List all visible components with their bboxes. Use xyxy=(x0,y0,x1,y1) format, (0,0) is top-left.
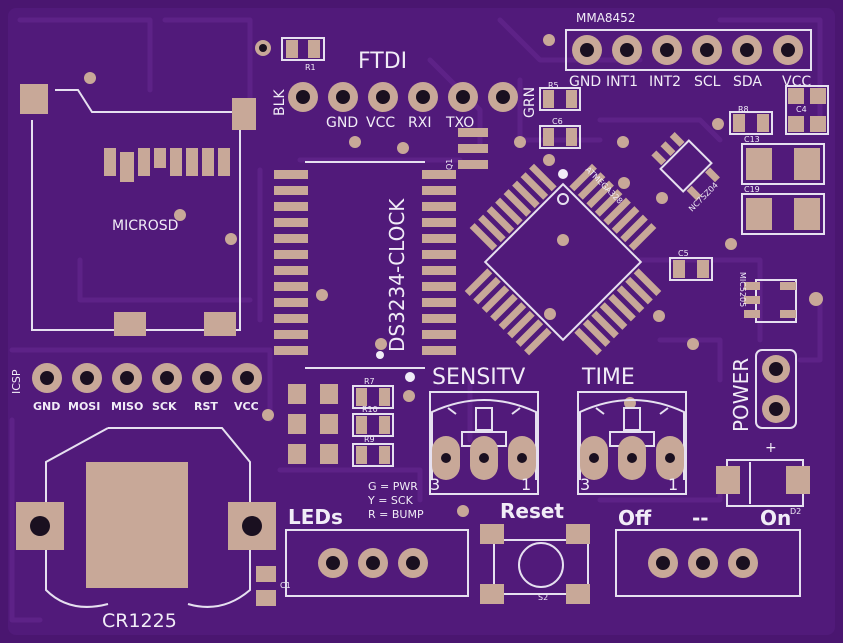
power-label: POWER xyxy=(729,358,753,432)
microsd-pad xyxy=(114,312,146,336)
vias xyxy=(84,34,823,517)
ftdi-header: FTDI BLK GND VCC RXI TXO GRN xyxy=(272,49,538,131)
legend-line-3: R = BUMP xyxy=(368,508,424,521)
sensitv-label: SENSITV xyxy=(432,365,525,390)
ftdi-pin-blk: BLK xyxy=(272,89,288,116)
legend-line-2: Y = SCK xyxy=(367,494,414,507)
microsd-footprint: MICROSD xyxy=(20,84,256,336)
power-header: POWER xyxy=(729,349,797,432)
mma-pin-int1: INT1 xyxy=(606,74,638,90)
c6-label: C6 xyxy=(552,117,563,126)
reset-button: Reset S2 xyxy=(480,499,590,604)
leds-connector: LEDs xyxy=(285,505,469,597)
ftdi-pin-txo: TXO xyxy=(445,115,474,131)
icsp-pin-gnd: GND xyxy=(33,400,60,413)
pot1-pin1-label: 1 xyxy=(521,475,531,494)
c5-label: C5 xyxy=(678,249,689,258)
smd-parts-right: R5 C6 R8 C4 C13 C19 C5 xyxy=(539,81,829,281)
c4-label: C4 xyxy=(796,105,807,114)
d2-label: D2 xyxy=(790,507,801,516)
microsd-label: MICROSD xyxy=(112,218,178,234)
transistor-q1: Q1 xyxy=(445,128,488,170)
mma8452-label: MMA8452 xyxy=(576,11,635,25)
microsd-pad xyxy=(138,148,150,176)
c13-label: C13 xyxy=(744,135,760,144)
icsp-pin-vcc: VCC xyxy=(234,400,259,413)
atmega-pins-left xyxy=(469,163,557,251)
microsd-pad xyxy=(20,84,48,114)
r7-label: R7 xyxy=(364,377,375,386)
atmega-pins-bottom xyxy=(464,268,552,356)
pot2-pin1-label: 1 xyxy=(668,475,678,494)
nc7sz04-chip xyxy=(651,132,720,201)
ftdi-pads xyxy=(288,82,518,112)
ftdi-pin-rxi: RXI xyxy=(408,115,431,131)
ds3234-left-pins xyxy=(274,170,308,355)
ds3234-label: DS3234-CLOCK xyxy=(385,198,409,352)
mma-pin-scl: SCL xyxy=(694,74,721,90)
legend-line-1: G = PWR xyxy=(368,480,418,493)
r5-label: R5 xyxy=(548,81,559,90)
s2-label: S2 xyxy=(538,593,548,602)
ftdi-pin-vcc: VCC xyxy=(366,115,395,131)
ftdi-pin-grn: GRN xyxy=(522,87,538,118)
ds3234-chip: DS3234-CLOCK xyxy=(274,161,456,369)
r1-label: R1 xyxy=(305,63,316,72)
diode-d2: + D2 xyxy=(716,440,810,516)
pot-sensitivity: SENSITV 3 1 xyxy=(429,365,539,495)
led-resistors: R7 R10 R9 xyxy=(288,377,394,467)
icsp-label: ICSP xyxy=(10,369,23,394)
pot2-pin3-label: 3 xyxy=(580,475,590,494)
plus-label: + xyxy=(765,440,777,456)
ftdi-pin-gnd: GND xyxy=(326,115,358,131)
r9-label: R9 xyxy=(364,435,375,444)
r10-label: R10 xyxy=(362,405,378,414)
battery-pad xyxy=(86,462,188,588)
r8-label: R8 xyxy=(738,105,749,114)
icsp-header: ICSP GND MOSI MISO SCK RST VCC xyxy=(10,363,262,413)
icsp-pin-sck: SCK xyxy=(152,400,177,413)
microsd-pad xyxy=(186,148,198,176)
ftdi-label: FTDI xyxy=(358,49,407,74)
reset-label: Reset xyxy=(500,499,564,523)
ds3234-right-pins xyxy=(422,170,456,355)
on-label: On xyxy=(760,506,791,530)
mma8452-header: MMA8452 GND INT1 INT2 SCL SDA VCC xyxy=(565,11,812,90)
icsp-pin-miso: MISO xyxy=(111,400,143,413)
atmega-pins-right xyxy=(574,268,662,356)
mma-pin-sda: SDA xyxy=(733,74,762,90)
microsd-pad xyxy=(120,152,134,182)
leds-label: LEDs xyxy=(288,505,343,529)
icsp-pin-rst: RST xyxy=(194,400,218,413)
mic-label: MIC5205 xyxy=(738,272,747,307)
c19-label: C19 xyxy=(744,185,760,194)
pot1-pin3-label: 3 xyxy=(430,475,440,494)
q1-label: Q1 xyxy=(445,159,454,170)
microsd-pad xyxy=(204,312,236,336)
cr1225-label: CR1225 xyxy=(102,610,177,632)
cr1225-battery: CR1225 xyxy=(16,427,276,632)
mic5205-regulator: MIC5205 xyxy=(738,272,797,323)
icsp-pin-mosi: MOSI xyxy=(68,400,100,413)
atmega-pins-top xyxy=(569,163,657,251)
microsd-pad xyxy=(202,148,214,176)
microsd-pad xyxy=(218,148,230,176)
microsd-pad xyxy=(104,148,116,176)
mma-pin-gnd: GND xyxy=(569,74,601,90)
off-label: Off xyxy=(618,506,652,530)
power-switch: Off -- On xyxy=(615,506,801,597)
microsd-pad xyxy=(170,148,182,176)
atmega328-chip xyxy=(464,163,662,356)
mma-pin-int2: INT2 xyxy=(649,74,681,90)
microsd-pad xyxy=(232,98,256,130)
dashes-label: -- xyxy=(692,506,709,530)
pot-time: TIME 3 1 xyxy=(577,365,687,495)
led-legend: G = PWR Y = SCK R = BUMP xyxy=(367,480,424,521)
resistor-r1: R1 xyxy=(255,37,325,72)
microsd-pad xyxy=(154,148,166,168)
time-label: TIME xyxy=(581,365,635,390)
